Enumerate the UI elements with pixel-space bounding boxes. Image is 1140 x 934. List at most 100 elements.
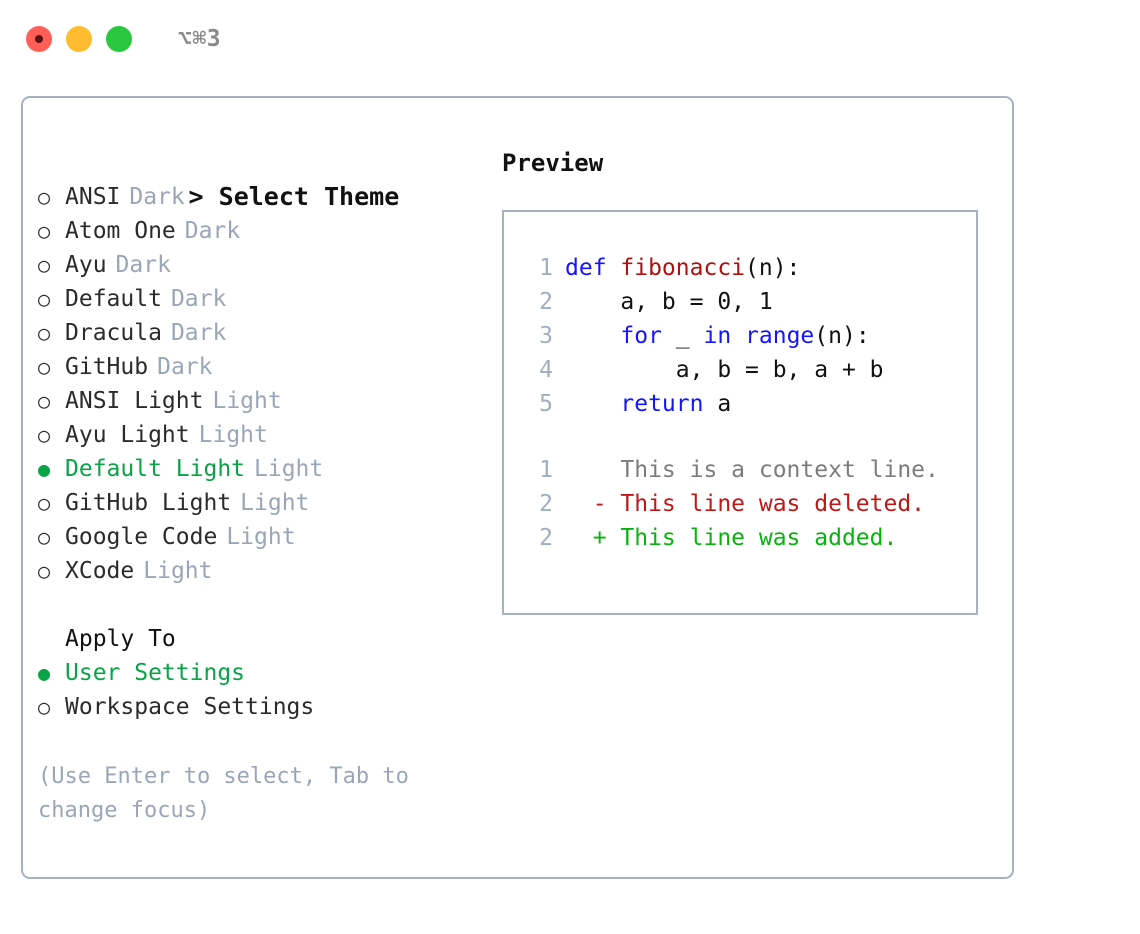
radio-unselected-icon: ○	[38, 219, 51, 243]
apply-to-section: Apply To ●User Settings ○ Workspace Settin…	[38, 622, 468, 724]
code-text: return a	[565, 387, 731, 421]
apply-to-title: Apply To	[65, 626, 176, 652]
maximize-button[interactable]	[106, 26, 132, 52]
theme-option-tag: Light	[240, 490, 310, 516]
line-number: 5	[539, 391, 553, 417]
radio-selected-icon: ●	[38, 457, 51, 481]
theme-option-label: Ayu	[65, 252, 107, 278]
radio-unselected-icon: ○	[38, 287, 51, 311]
diff-marker: +	[565, 525, 607, 551]
theme-option-github[interactable]: ○ GitHub Dark	[38, 350, 468, 384]
theme-option-tag: Dark	[157, 354, 213, 380]
line-number: 2	[539, 491, 553, 517]
focus-caret-icon: >	[188, 182, 204, 211]
diff-block: 1 This is a context line.2 - This line w…	[523, 453, 968, 555]
diff-line: 2 + This line was added.	[523, 521, 968, 555]
radio-unselected-icon: ○	[38, 525, 51, 549]
apply-to-option-user-settings[interactable]: ●User Settings	[38, 656, 468, 690]
code-token: a, b = b, a + b	[565, 357, 884, 383]
line-number: 2	[539, 289, 553, 315]
keyboard-hint-text: (Use Enter to select, Tab to change focu…	[38, 764, 423, 823]
code-text: a, b = b, a + b	[565, 353, 884, 387]
theme-option-tag: Light	[198, 422, 268, 448]
select-theme-header: > Select Theme	[38, 146, 468, 211]
theme-option-tag: Dark	[129, 184, 185, 210]
line-number: 2	[539, 525, 553, 551]
theme-option-ansi[interactable]: ○ ANSI Dark	[38, 180, 468, 214]
theme-option-ayu-light[interactable]: ○ Ayu Light Light	[38, 418, 468, 452]
theme-option-label: Default Light	[65, 456, 246, 482]
radio-unselected-icon: ○	[38, 321, 51, 345]
theme-option-tag: Light	[212, 388, 282, 414]
radio-unselected-icon: ○	[38, 389, 51, 413]
theme-option-label: XCode	[65, 558, 135, 584]
code-line: 3 for _ in range(n):	[523, 319, 968, 353]
radio-unselected-icon: ○	[38, 559, 51, 583]
code-token	[565, 323, 620, 349]
code-token: range	[745, 323, 815, 349]
diff-text: This is a context line.	[606, 457, 939, 483]
code-diff-spacer	[523, 421, 968, 453]
code-token: fibonacci	[620, 255, 746, 281]
radio-unselected-icon: ○	[38, 185, 51, 209]
keyboard-shortcut-label: ⌥⌘3	[178, 26, 222, 52]
theme-option-tag: Dark	[170, 320, 227, 346]
code-token: (n):	[745, 255, 801, 281]
code-token	[731, 323, 745, 349]
theme-option-default-light[interactable]: ● Default Light Light	[38, 452, 468, 486]
code-text: a, b = 0, 1	[565, 285, 772, 319]
line-number: 4	[539, 357, 553, 383]
theme-option-tag: Dark	[115, 252, 171, 278]
theme-option-tag: Light	[226, 524, 296, 550]
theme-option-tag: Dark	[184, 218, 241, 244]
theme-option-label: ANSI Light	[65, 388, 204, 414]
theme-option-label: GitHub Light	[65, 490, 232, 516]
theme-option-label: GitHub	[65, 354, 149, 380]
code-token: def	[565, 255, 621, 281]
theme-option-atom-one[interactable]: ○ Atom One Dark	[38, 214, 468, 248]
diff-marker	[565, 453, 607, 487]
line-number: 1	[539, 457, 553, 483]
code-line: 5 return a	[523, 387, 968, 421]
close-button[interactable]	[26, 26, 52, 52]
diff-line: 2 - This line was deleted.	[523, 487, 968, 521]
theme-option-label: Ayu Light	[65, 422, 190, 448]
select-theme-title: Select Theme	[218, 182, 400, 211]
apply-to-option-label: Workspace Settings	[65, 694, 315, 720]
theme-option-tag: Light	[254, 456, 324, 482]
code-token: _	[661, 323, 704, 349]
preview-title: Preview	[502, 149, 604, 177]
theme-option-github-light[interactable]: ○ GitHub Light Light	[38, 486, 468, 520]
apply-to-list: ●User Settings ○ Workspace Settings	[38, 656, 468, 724]
apply-to-option-workspace-settings[interactable]: ○ Workspace Settings	[38, 690, 468, 724]
radio-unselected-icon: ○	[38, 491, 51, 515]
radio-unselected-icon: ○	[38, 423, 51, 447]
diff-text: This line was deleted.	[606, 491, 926, 517]
theme-option-label: ANSI	[65, 184, 121, 210]
theme-option-label: Default	[65, 286, 162, 312]
radio-unselected-icon: ○	[38, 355, 51, 379]
theme-option-label: Atom One	[65, 218, 176, 244]
code-text: for _ in range(n):	[565, 319, 869, 353]
radio-unselected-icon: ○	[38, 695, 51, 719]
code-token: a	[703, 391, 732, 417]
code-token: in	[703, 323, 732, 349]
minimize-button[interactable]	[66, 26, 92, 52]
titlebar: ⌥⌘3	[0, 0, 1140, 78]
diff-line: 1 This is a context line.	[523, 453, 968, 487]
theme-option-ansi-light[interactable]: ○ ANSI Light Light	[38, 384, 468, 418]
